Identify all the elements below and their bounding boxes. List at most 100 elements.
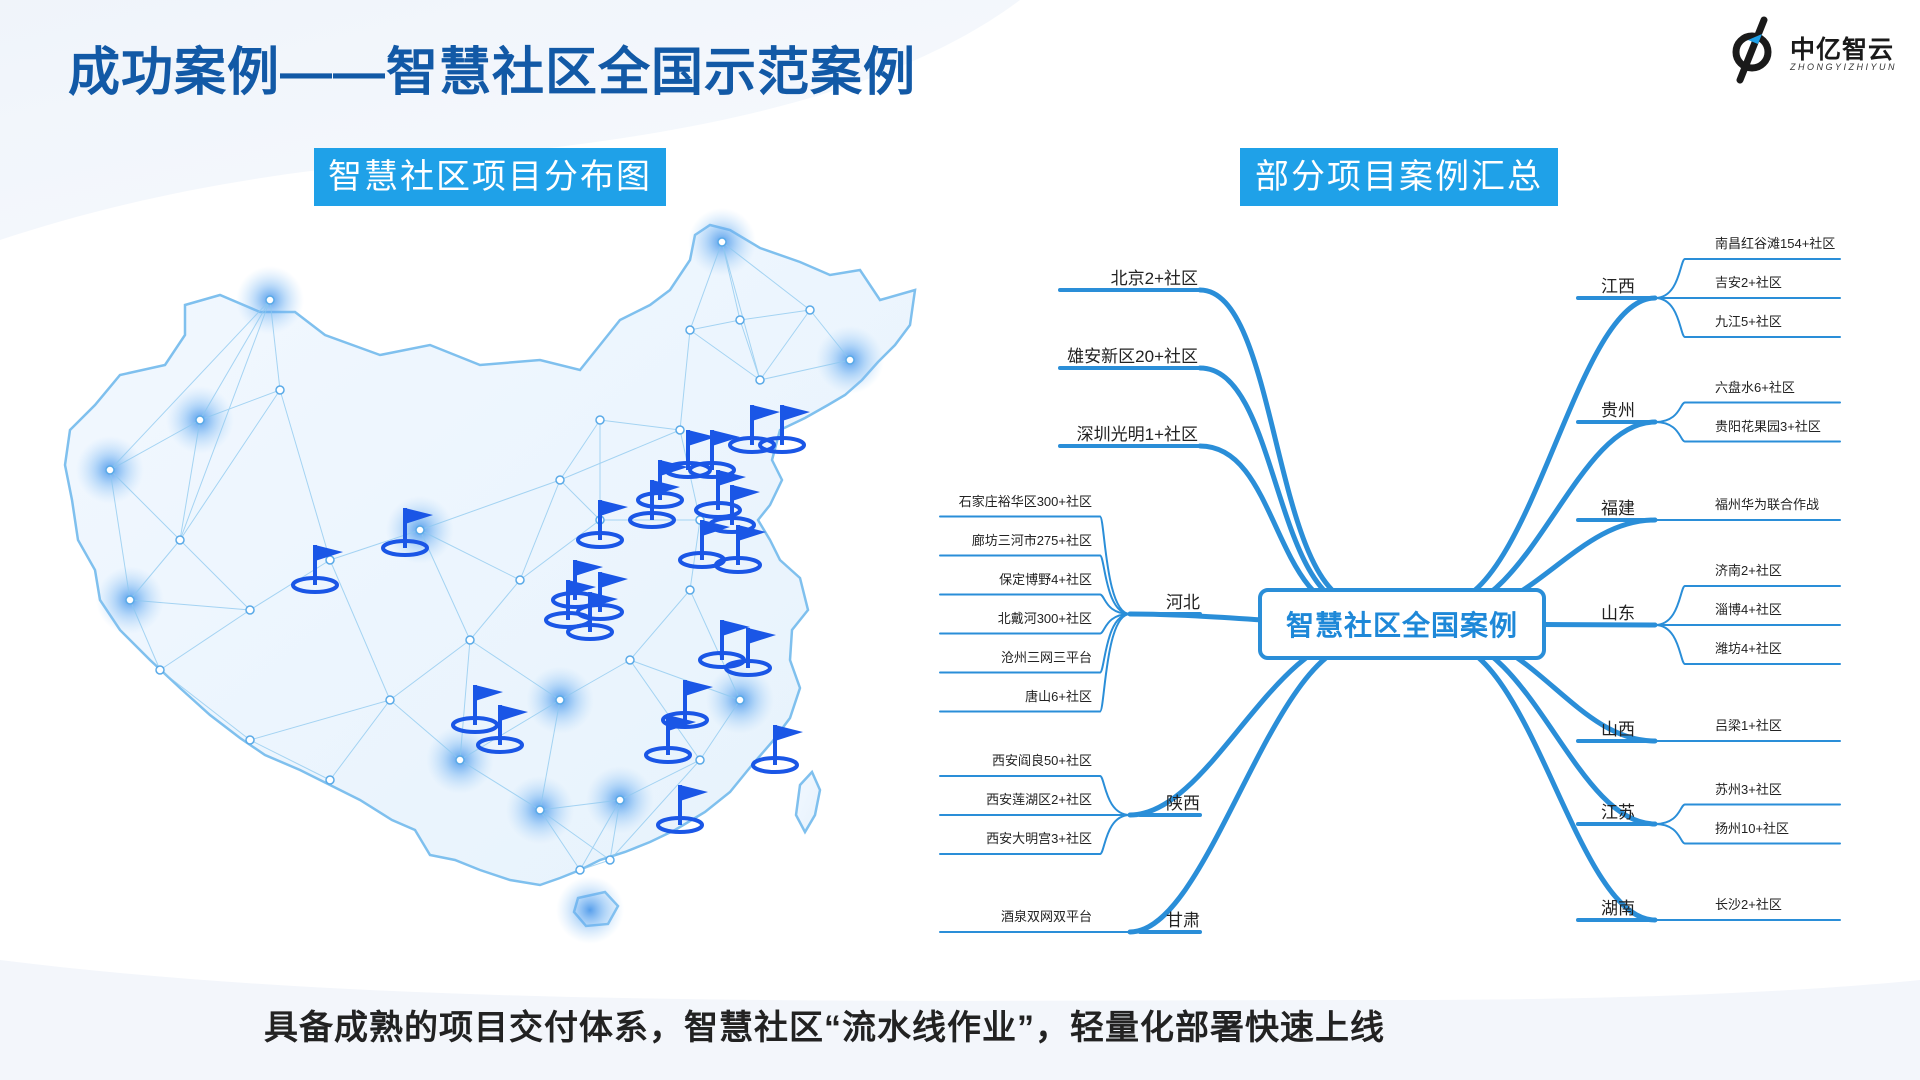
map-edge: [609, 799, 621, 861]
map-edge: [739, 319, 761, 381]
map-node: [385, 695, 395, 705]
map-node: [265, 295, 275, 305]
flag-icon: [688, 430, 740, 479]
logo-subtitle: ZHONGYIZHIYUN: [1790, 62, 1898, 72]
flag-icon: [628, 480, 680, 529]
map-node: [465, 635, 475, 645]
map-node: [695, 755, 705, 765]
map-section-label: 智慧社区项目分布图: [314, 148, 666, 206]
mindmap-connector: [1127, 632, 1365, 818]
mindmap-connector: [1654, 297, 1686, 338]
map-edge: [129, 599, 161, 671]
map-node: [805, 305, 815, 315]
map-node: [555, 475, 565, 485]
map-edge: [249, 699, 391, 741]
map-edge: [689, 319, 741, 331]
mindmap-branch-node: 山东: [1601, 604, 1635, 623]
map-edge: [559, 479, 601, 521]
flag-icon: [714, 525, 766, 574]
map-node: [685, 585, 695, 595]
mindmap-leaf-node: 长沙2+社区: [1715, 897, 1782, 912]
mindmap-connector: [1099, 613, 1131, 713]
map-edge: [159, 669, 251, 741]
map-glow: [556, 876, 624, 944]
mindmap-leaf-node: 西安大明宫3+社区: [986, 831, 1092, 846]
map-node: [605, 855, 615, 865]
map-node: [245, 735, 255, 745]
map-node: [455, 755, 465, 765]
map-edge: [469, 579, 521, 641]
map-edge: [459, 699, 561, 761]
map-edge: [759, 309, 811, 381]
mindmap-branch-node: 深圳光明1+社区: [1076, 425, 1198, 444]
mindmap-branch-node: 北京2+社区: [1110, 269, 1198, 288]
mindmap-connector: [1654, 803, 1686, 825]
mindmap-leaf-node: 沧州三网三平台: [1000, 649, 1092, 665]
map-node: [735, 315, 745, 325]
mindmap-connector: [1654, 585, 1686, 626]
map-node: [845, 355, 855, 365]
map-node: [195, 415, 205, 425]
map-edge: [179, 389, 281, 541]
map-edge: [199, 389, 281, 421]
map-edge: [539, 799, 621, 811]
logo: 中亿智云 ZHONGYIZHIYUN: [1718, 14, 1898, 84]
flag-icon: [566, 592, 618, 641]
flag-icon: [644, 715, 696, 764]
map-edge: [389, 699, 461, 761]
map-edge: [809, 309, 851, 361]
mindmap-leaf-node: 扬州10+社区: [1715, 820, 1790, 836]
map-edge: [721, 241, 741, 321]
flag-icon: [758, 405, 810, 454]
mindmap-leaf-node: 济南2+社区: [1715, 563, 1782, 578]
mindmap-connector: [1654, 823, 1686, 845]
mindmap-section-label: 部分项目案例汇总: [1240, 148, 1558, 206]
map-node: [615, 795, 625, 805]
flag-icon: [576, 500, 628, 549]
map-edge: [129, 599, 251, 611]
flag-icon: [724, 628, 776, 677]
mindmap-branch-node: 湖南: [1601, 899, 1635, 918]
mindmap-connector: [1099, 515, 1131, 615]
mindmap-branch-node: 陕西: [1166, 794, 1200, 813]
map-edge: [619, 759, 701, 801]
map-edge: [179, 299, 271, 541]
mindmap-leaf-node: 保定博野4+社区: [999, 571, 1092, 587]
map-edge: [689, 329, 761, 381]
flag-icon: [291, 545, 343, 594]
map-edge: [539, 809, 611, 861]
map-node: [575, 865, 585, 875]
flag-icon: [751, 725, 803, 774]
mindmap-branch-node: 福建: [1601, 499, 1635, 518]
map-edge: [759, 359, 851, 381]
map-edge: [679, 329, 691, 431]
map-node: [717, 237, 727, 247]
map-node: [535, 805, 545, 815]
mindmap-central-node: 智慧社区全国案例: [1258, 588, 1546, 660]
map-node: [735, 695, 745, 705]
mindmap-connector: [1439, 295, 1658, 607]
map-edge: [419, 529, 521, 581]
map-edge: [109, 469, 131, 601]
map-edge: [629, 589, 691, 661]
map-edge: [699, 699, 741, 761]
map-node: [125, 595, 135, 605]
mindmap-connector: [1099, 775, 1131, 816]
mindmap-connector: [1099, 554, 1131, 615]
map-edge: [629, 659, 701, 761]
mindmap-branch-node: 贵州: [1601, 401, 1635, 420]
map-node: [105, 465, 115, 475]
map-edge: [459, 759, 541, 811]
map-edge: [539, 699, 561, 811]
map-node: [175, 535, 185, 545]
map-edge: [689, 241, 723, 331]
map-edge: [459, 639, 471, 761]
map-edge: [389, 639, 471, 701]
map-node: [755, 375, 765, 385]
mindmap-leaf-node: 吉安2+社区: [1715, 275, 1782, 290]
flag-icon: [656, 785, 708, 834]
map-node: [415, 525, 425, 535]
logo-name: 中亿智云: [1790, 36, 1895, 64]
map-edge: [249, 739, 331, 781]
